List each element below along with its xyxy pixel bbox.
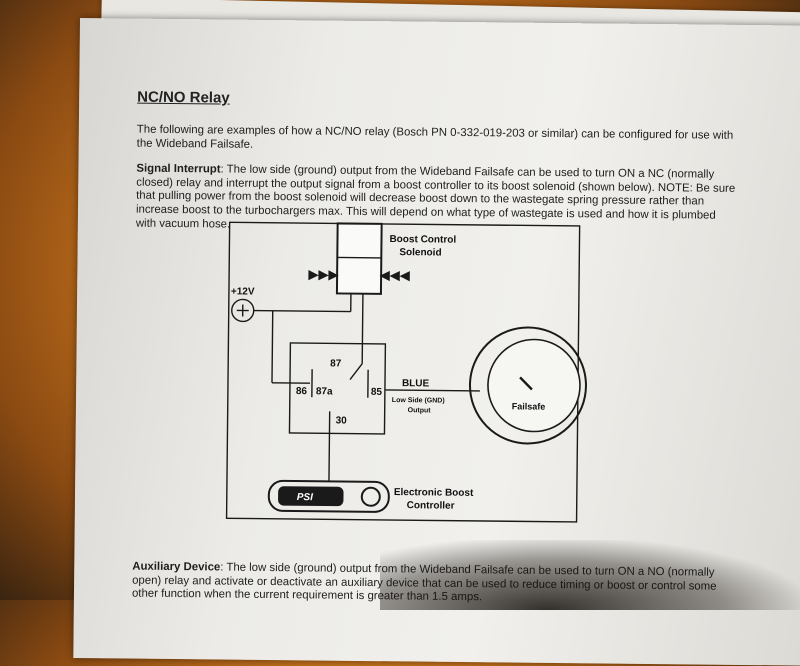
auxiliary-device-heading: Auxiliary Device	[132, 561, 220, 574]
intro-paragraph: The following are examples of how a NC/N…	[137, 124, 737, 157]
power-label: +12V	[231, 286, 255, 297]
solenoid-label: Boost Control	[389, 234, 456, 246]
output-label: Low Side (GND)	[392, 397, 445, 405]
relay-wiring-diagram: Boost Control Solenoid +12V 87 86 87a 85…	[138, 209, 642, 554]
pin-87a-label: 87a	[316, 386, 333, 397]
pin-85-label: 85	[371, 387, 383, 398]
signal-interrupt-heading: Signal Interrupt	[136, 163, 220, 176]
solenoid-label-2: Solenoid	[399, 247, 441, 258]
controller-label: Electronic Boost	[394, 487, 474, 499]
controller-label-2: Controller	[407, 500, 455, 512]
controller-display: PSI	[297, 492, 313, 503]
pin-86-label: 86	[296, 386, 308, 397]
solenoid-icon	[337, 223, 382, 293]
output-label-2: Output	[408, 407, 432, 414]
document-title: NC/NO Relay	[137, 89, 737, 112]
gauge-label: Failsafe	[512, 401, 546, 411]
pin-87-label: 87	[330, 358, 342, 369]
pin-30-label: 30	[336, 415, 348, 426]
wire-color-label: BLUE	[402, 378, 430, 389]
